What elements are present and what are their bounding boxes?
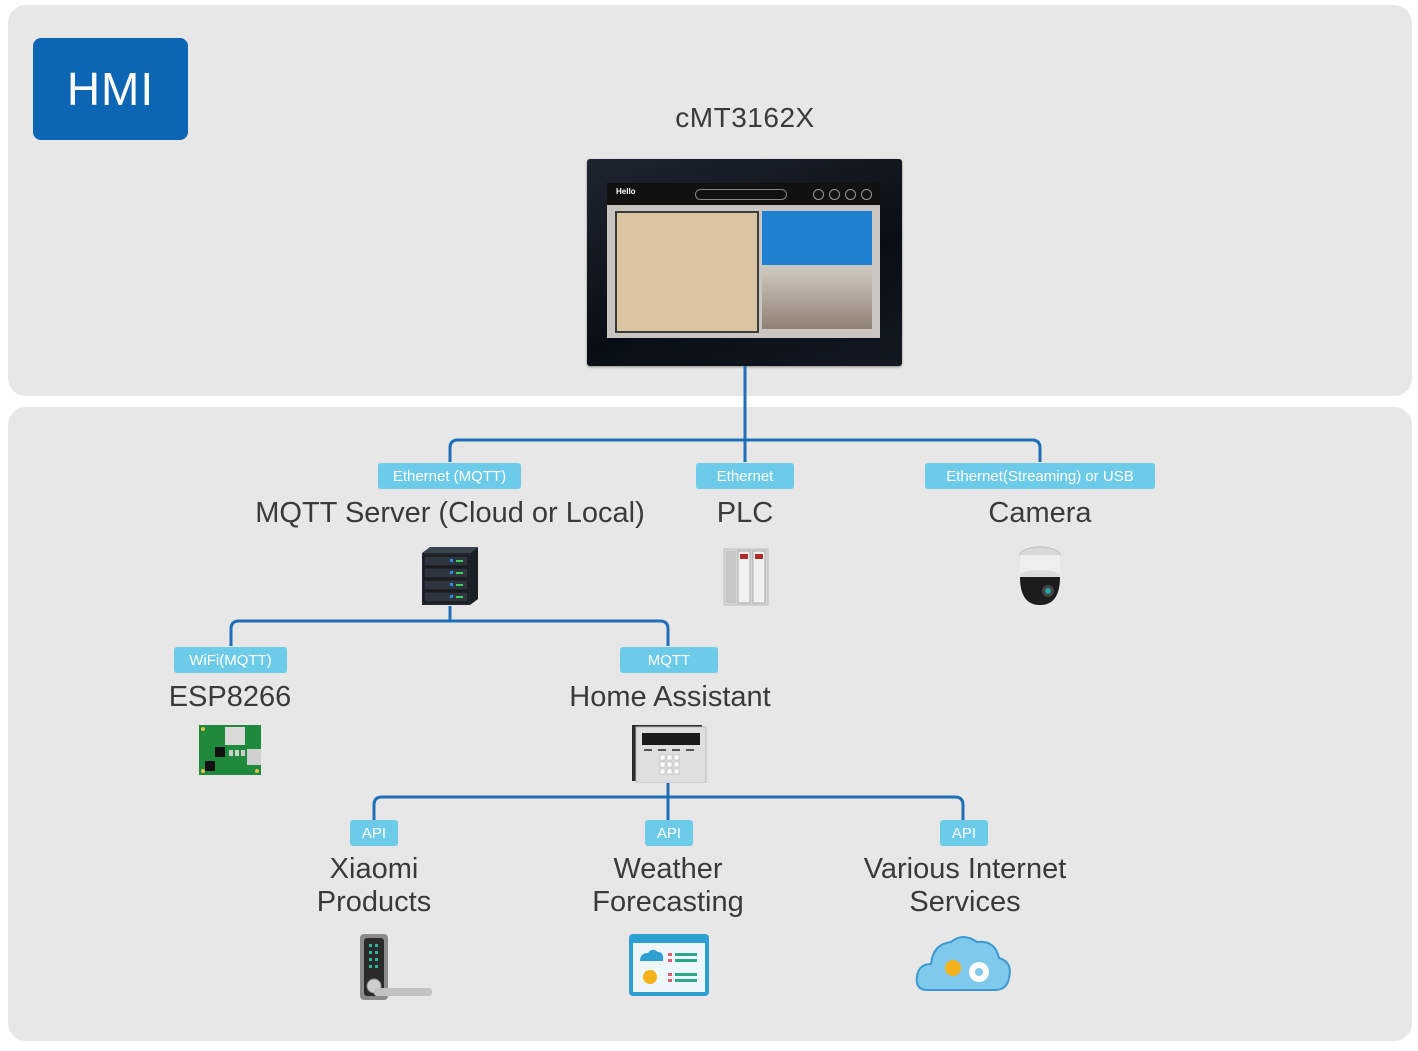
label-line-1: Xiaomi	[329, 853, 419, 885]
hmi-screen: Hello	[607, 183, 880, 338]
tag-wifi-mqtt: WiFi(MQTT)	[174, 647, 287, 673]
label-line-2: Services	[909, 886, 1021, 918]
keypad-panel-icon	[632, 725, 707, 783]
node-label-plc: PLC	[716, 497, 774, 529]
dome-camera-icon	[1019, 546, 1061, 605]
node-label-mqtt-server: MQTT Server (Cloud or Local)	[255, 497, 645, 529]
tag-api-xiaomi: API	[350, 820, 398, 846]
tag-api-internet: API	[940, 820, 988, 846]
cloud-gear-icon	[915, 936, 1011, 991]
label-line-1: Various Internet	[863, 853, 1067, 885]
tag-ethernet: Ethernet	[696, 463, 794, 489]
control-widget	[762, 211, 872, 265]
node-label-weather: Weather Forecasting	[568, 853, 768, 919]
smart-lock-icon	[360, 934, 432, 1000]
screen-nav-icons	[813, 189, 872, 200]
hmi-device-image: Hello	[587, 159, 902, 366]
tag-mqtt: MQTT	[620, 647, 718, 673]
hmi-badge: HMI	[33, 38, 188, 140]
screen-search-icon	[695, 189, 787, 200]
node-label-camera: Camera	[988, 497, 1092, 529]
label-line-2: Products	[316, 886, 432, 918]
device-title: cMT3162X	[675, 102, 815, 133]
devices-panel	[8, 407, 1412, 1041]
screen-header: Hello	[607, 183, 880, 205]
circuit-board-icon	[199, 725, 261, 775]
screen-greeting: Hello	[616, 187, 636, 196]
node-label-internet-services: Various Internet Services	[845, 853, 1085, 919]
tag-ethernet-streaming-usb: Ethernet(Streaming) or USB	[925, 463, 1155, 489]
room-camera-image	[762, 269, 872, 329]
weather-dashboard-icon	[629, 934, 709, 996]
tag-ethernet-mqtt: Ethernet (MQTT)	[378, 463, 521, 489]
label-line-1: Weather	[613, 853, 723, 885]
node-label-home-assistant: Home Assistant	[569, 681, 771, 713]
label-line-2: Forecasting	[592, 886, 744, 918]
tag-api-weather: API	[645, 820, 693, 846]
floor-plan-image	[615, 211, 759, 333]
plc-icon	[723, 548, 769, 606]
node-label-esp8266: ESP8266	[168, 681, 292, 713]
node-label-xiaomi: Xiaomi Products	[274, 853, 474, 919]
server-rack-icon	[422, 547, 478, 605]
